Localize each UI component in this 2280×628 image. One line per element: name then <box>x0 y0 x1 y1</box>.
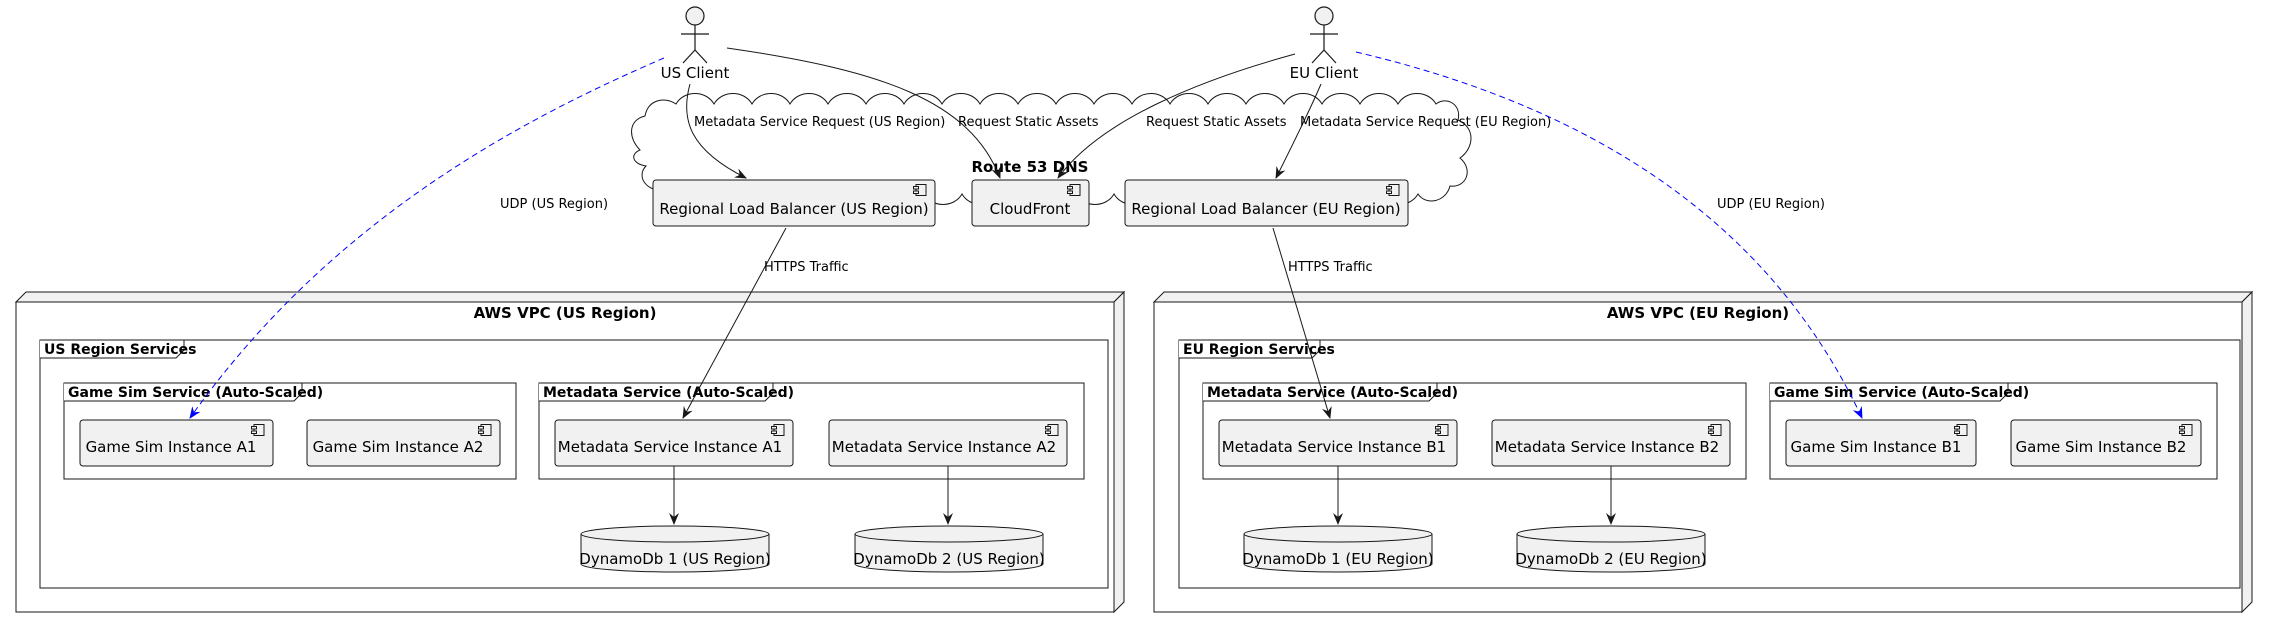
database-eu2: DynamoDb 2 (EU Region) <box>1515 525 1707 573</box>
eu-metadata-title: Metadata Service (Auto-Scaled) <box>1207 385 1458 401</box>
edge-eu-static-label: Request Static Assets <box>1146 115 1287 130</box>
vpc-us-title: AWS VPC (US Region) <box>474 304 657 322</box>
edge-eu-meta-label: Metadata Service Request (EU Region) <box>1300 115 1551 130</box>
db-us2-label: DynamoDb 2 (US Region) <box>853 550 1044 568</box>
db-eu1-label: DynamoDb 1 (EU Region) <box>1242 550 1433 568</box>
database-us1: DynamoDb 1 (US Region) <box>579 525 771 573</box>
edge-eu-static: Request Static Assets <box>1057 53 1296 179</box>
database-eu1: DynamoDb 1 (EU Region) <box>1242 525 1434 573</box>
edge-us-meta-request: Metadata Service Request (US Region) <box>686 83 945 179</box>
component-lb-eu: Regional Load Balancer (EU Region) <box>1124 179 1409 227</box>
eu-services-title: EU Region Services <box>1183 342 1335 358</box>
component-gs-a2: Game Sim Instance A2 <box>306 419 501 467</box>
vpc-eu-title: AWS VPC (EU Region) <box>1607 304 1789 322</box>
component-gs-b2: Game Sim Instance B2 <box>2010 419 2202 467</box>
ms-b2-label: Metadata Service Instance B2 <box>1495 438 1719 456</box>
component-ms-b2: Metadata Service Instance B2 <box>1491 419 1731 467</box>
gs-b2-label: Game Sim Instance B2 <box>2016 438 2187 456</box>
component-cloudfront: CloudFront <box>971 179 1090 227</box>
gs-a2-label: Game Sim Instance A2 <box>313 438 484 456</box>
gs-b1-label: Game Sim Instance B1 <box>1791 438 1962 456</box>
database-us2: DynamoDb 2 (US Region) <box>853 525 1045 573</box>
actor-eu-client: EU Client <box>1290 6 1359 82</box>
cloudfront-label: CloudFront <box>990 200 1071 218</box>
edge-udp-us: UDP (US Region) <box>189 57 665 419</box>
us-client-label: US Client <box>661 64 730 82</box>
ms-a1-label: Metadata Service Instance A1 <box>558 438 782 456</box>
eu-client-label: EU Client <box>1290 64 1359 82</box>
frame-eu-services: EU Region Services <box>1178 339 2241 589</box>
component-ms-b1: Metadata Service Instance B1 <box>1218 419 1458 467</box>
ms-a2-label: Metadata Service Instance A2 <box>832 438 1056 456</box>
edge-us-static-label: Request Static Assets <box>958 115 1099 130</box>
db-eu2-label: DynamoDb 2 (EU Region) <box>1515 550 1706 568</box>
frame-us-gamesim: Game Sim Service (Auto-Scaled) <box>63 382 517 480</box>
frame-us-services: US Region Services <box>39 339 1109 589</box>
edge-udp-us-label: UDP (US Region) <box>500 197 608 212</box>
us-services-title: US Region Services <box>44 342 196 358</box>
ms-b1-label: Metadata Service Instance B1 <box>1222 438 1446 456</box>
edge-https-eu: HTTPS Traffic <box>1272 227 1373 419</box>
frame-eu-metadata: Metadata Service (Auto-Scaled) <box>1202 382 1747 480</box>
edge-us-meta-label: Metadata Service Request (US Region) <box>694 115 945 130</box>
component-gs-a1: Game Sim Instance A1 <box>79 419 274 467</box>
us-gamesim-title: Game Sim Service (Auto-Scaled) <box>68 385 323 401</box>
edge-https-eu-label: HTTPS Traffic <box>1288 260 1373 275</box>
db-us1-label: DynamoDb 1 (US Region) <box>579 550 770 568</box>
actor-us-client: US Client <box>661 6 730 82</box>
lb-us-label: Regional Load Balancer (US Region) <box>659 200 928 218</box>
frame-eu-gamesim: Game Sim Service (Auto-Scaled) <box>1769 382 2218 480</box>
edge-https-us: HTTPS Traffic <box>682 227 849 419</box>
edge-udp-eu-label: UDP (EU Region) <box>1717 197 1825 212</box>
edge-https-us-label: HTTPS Traffic <box>764 260 849 275</box>
route53-title: Route 53 DNS <box>971 158 1088 176</box>
frame-us-metadata: Metadata Service (Auto-Scaled) <box>538 382 1085 480</box>
us-metadata-title: Metadata Service (Auto-Scaled) <box>543 385 794 401</box>
component-lb-us: Regional Load Balancer (US Region) <box>652 179 936 227</box>
component-gs-b1: Game Sim Instance B1 <box>1785 419 1977 467</box>
edge-eu-meta-request: Metadata Service Request (EU Region) <box>1275 83 1551 179</box>
component-ms-a1: Metadata Service Instance A1 <box>554 419 794 467</box>
component-ms-a2: Metadata Service Instance A2 <box>828 419 1068 467</box>
eu-gamesim-title: Game Sim Service (Auto-Scaled) <box>1774 385 2029 401</box>
edge-us-static: Request Static Assets <box>726 47 1099 179</box>
edge-udp-eu: UDP (EU Region) <box>1355 51 1863 419</box>
gs-a1-label: Game Sim Instance A1 <box>86 438 257 456</box>
lb-eu-label: Regional Load Balancer (EU Region) <box>1131 200 1400 218</box>
